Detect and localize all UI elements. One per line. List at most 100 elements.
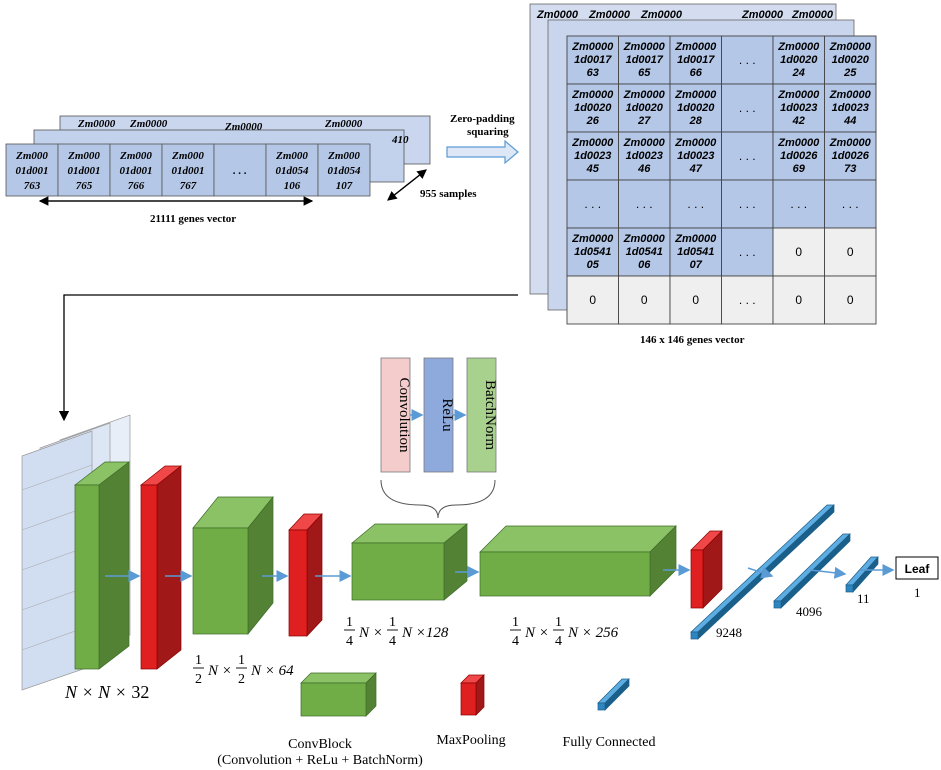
matrix-cell-text: 1d0023 — [780, 102, 817, 114]
matrix-cell-text: 1d0026 — [832, 150, 870, 162]
matrix-cell — [618, 179, 671, 229]
matrix-cell — [669, 275, 722, 325]
svg-text:4: 4 — [346, 634, 353, 649]
svg-text:N ×: N × — [358, 625, 383, 641]
matrix-size-label: 146 x 146 genes vector — [640, 334, 745, 346]
back-matrix-header-2: Zm0000 — [588, 9, 631, 21]
matrix-cell-text: Zm0000 — [571, 89, 614, 101]
matrix-cell — [772, 179, 825, 229]
matrix-cell-text: Zm0000 — [571, 41, 614, 53]
svg-text:4: 4 — [389, 634, 396, 649]
matrix-cell — [824, 131, 877, 181]
fc-layer-3 — [845, 556, 879, 593]
strip-cell-text: Zm000 — [275, 150, 308, 162]
matrix-cell — [772, 83, 825, 133]
strip-cell-text: 01d001 — [16, 165, 49, 177]
conv-block-3 — [351, 523, 468, 601]
matrix-cell — [669, 83, 722, 133]
matrix-cell-text: 0 — [692, 293, 699, 307]
matrix-cell-text: 44 — [843, 115, 856, 127]
strip-cell-text: 01d001 — [120, 165, 153, 177]
matrix-cell-text: Zm0000 — [623, 41, 666, 53]
matrix-cell-text: Zm0000 — [623, 89, 666, 101]
front-matrix: Zm00001d001763Zm00001d001765Zm00001d0017… — [566, 35, 877, 325]
matrix-cell-text: 73 — [844, 163, 856, 175]
back-strip-header: Zm0000 — [77, 118, 116, 130]
legend-convblock-label: ConvBlock — [288, 737, 352, 752]
matrix-cell — [824, 35, 877, 85]
svg-text:1: 1 — [238, 653, 245, 668]
strip-cell — [161, 143, 215, 197]
matrix-cell-text: Zm0000 — [623, 137, 666, 149]
batchnorm-label: BatchNorm — [482, 380, 498, 450]
matrix-cell-text: 1d0020 — [626, 102, 664, 114]
svg-text:4: 4 — [555, 634, 562, 649]
strip-cell — [109, 143, 163, 197]
svg-text:N × 64: N × 64 — [250, 663, 294, 679]
back-strip-tail: 410 — [391, 134, 409, 146]
back-matrix-header-5: Zm0000 — [791, 9, 834, 21]
matrix-cell-text: . . . — [739, 245, 756, 259]
strip-cell-text: 01d001 — [172, 165, 205, 177]
matrix-cell-text: 1d0017 — [574, 54, 612, 66]
matrix-cell-text: 0 — [589, 293, 596, 307]
matrix-cell — [618, 131, 671, 181]
network: Leaf 1 N × N × 32 1 2 N × 1 2 N × 64 1 — [21, 414, 939, 702]
vector-length-label: 21111 genes vector — [150, 213, 236, 225]
brace — [380, 479, 496, 519]
matrix-cell-text: . . . — [739, 197, 756, 211]
svg-text:2: 2 — [238, 672, 245, 687]
legend-convblock-swatch — [300, 682, 367, 717]
strip-cell-text: 107 — [336, 180, 353, 192]
matrix-cell-text: 06 — [638, 259, 651, 271]
strip-cell — [5, 143, 59, 197]
legend-maxpool-swatch — [460, 682, 477, 716]
matrix-cell-text: . . . — [739, 293, 756, 307]
strip-cell-text: 01d001 — [68, 165, 101, 177]
matrix-cell — [566, 275, 619, 325]
strip-cell-text: 763 — [24, 180, 41, 192]
matrix-cell-text: 42 — [792, 115, 805, 127]
strip-cell-text: 106 — [284, 180, 301, 192]
matrix-cell-text: 0 — [847, 245, 854, 259]
matrix-cell-text: Zm0000 — [829, 137, 872, 149]
conv-block-4 — [479, 525, 677, 597]
svg-text:N × 256: N × 256 — [567, 625, 619, 641]
matrix-cell-text: 1d0023 — [832, 102, 869, 114]
output-value: 1 — [914, 585, 921, 600]
matrix-cell-text: Zm0000 — [623, 233, 666, 245]
maxpool-2 — [288, 513, 323, 637]
matrix-cell — [721, 227, 774, 277]
samples-label: 955 samples — [420, 188, 477, 200]
legend-fc-label: Fully Connected — [563, 735, 656, 750]
matrix-cell-text: 0 — [795, 245, 802, 259]
matrix-cell-text: 1d0541 — [677, 246, 714, 258]
matrix-cell-text: 69 — [793, 163, 806, 175]
svg-text:4: 4 — [512, 634, 519, 649]
matrix-cell-text: 26 — [586, 115, 600, 127]
gene-matrix: Zm0000 Zm0000 Zm0000 Zm0000 Zm0000 Zm000… — [529, 3, 877, 346]
matrix-cell — [824, 179, 877, 229]
matrix-cell — [824, 227, 877, 277]
zero-padding-label: Zero-padding — [450, 113, 515, 125]
strip-cell-text: 01d054 — [276, 165, 310, 177]
svg-text:2: 2 — [195, 672, 202, 687]
fc1-label: 9248 — [716, 625, 742, 640]
matrix-cell-text: 66 — [690, 67, 703, 79]
matrix-cell — [566, 83, 619, 133]
block4-size-label: 1 4 N × 1 4 N × 256 — [510, 615, 619, 649]
output-box — [895, 556, 939, 580]
matrix-cell-text: . . . — [739, 149, 756, 163]
matrix-cell — [721, 131, 774, 181]
strip-cell-text: Zm000 — [327, 150, 360, 162]
input-size-label: N × N × 32 — [64, 682, 149, 702]
matrix-cell-text: . . . — [687, 197, 704, 211]
block2-size-label: 1 2 N × 1 2 N × 64 — [193, 653, 294, 687]
matrix-cell-text: 1d0541 — [574, 246, 611, 258]
matrix-cell — [566, 35, 619, 85]
matrix-cell-text: 05 — [587, 259, 600, 271]
matrix-cell-text: . . . — [842, 197, 859, 211]
matrix-cell — [618, 275, 671, 325]
squaring-label: squaring — [467, 126, 509, 138]
legend: ConvBlock (Convolution + ReLu + BatchNor… — [217, 672, 656, 768]
